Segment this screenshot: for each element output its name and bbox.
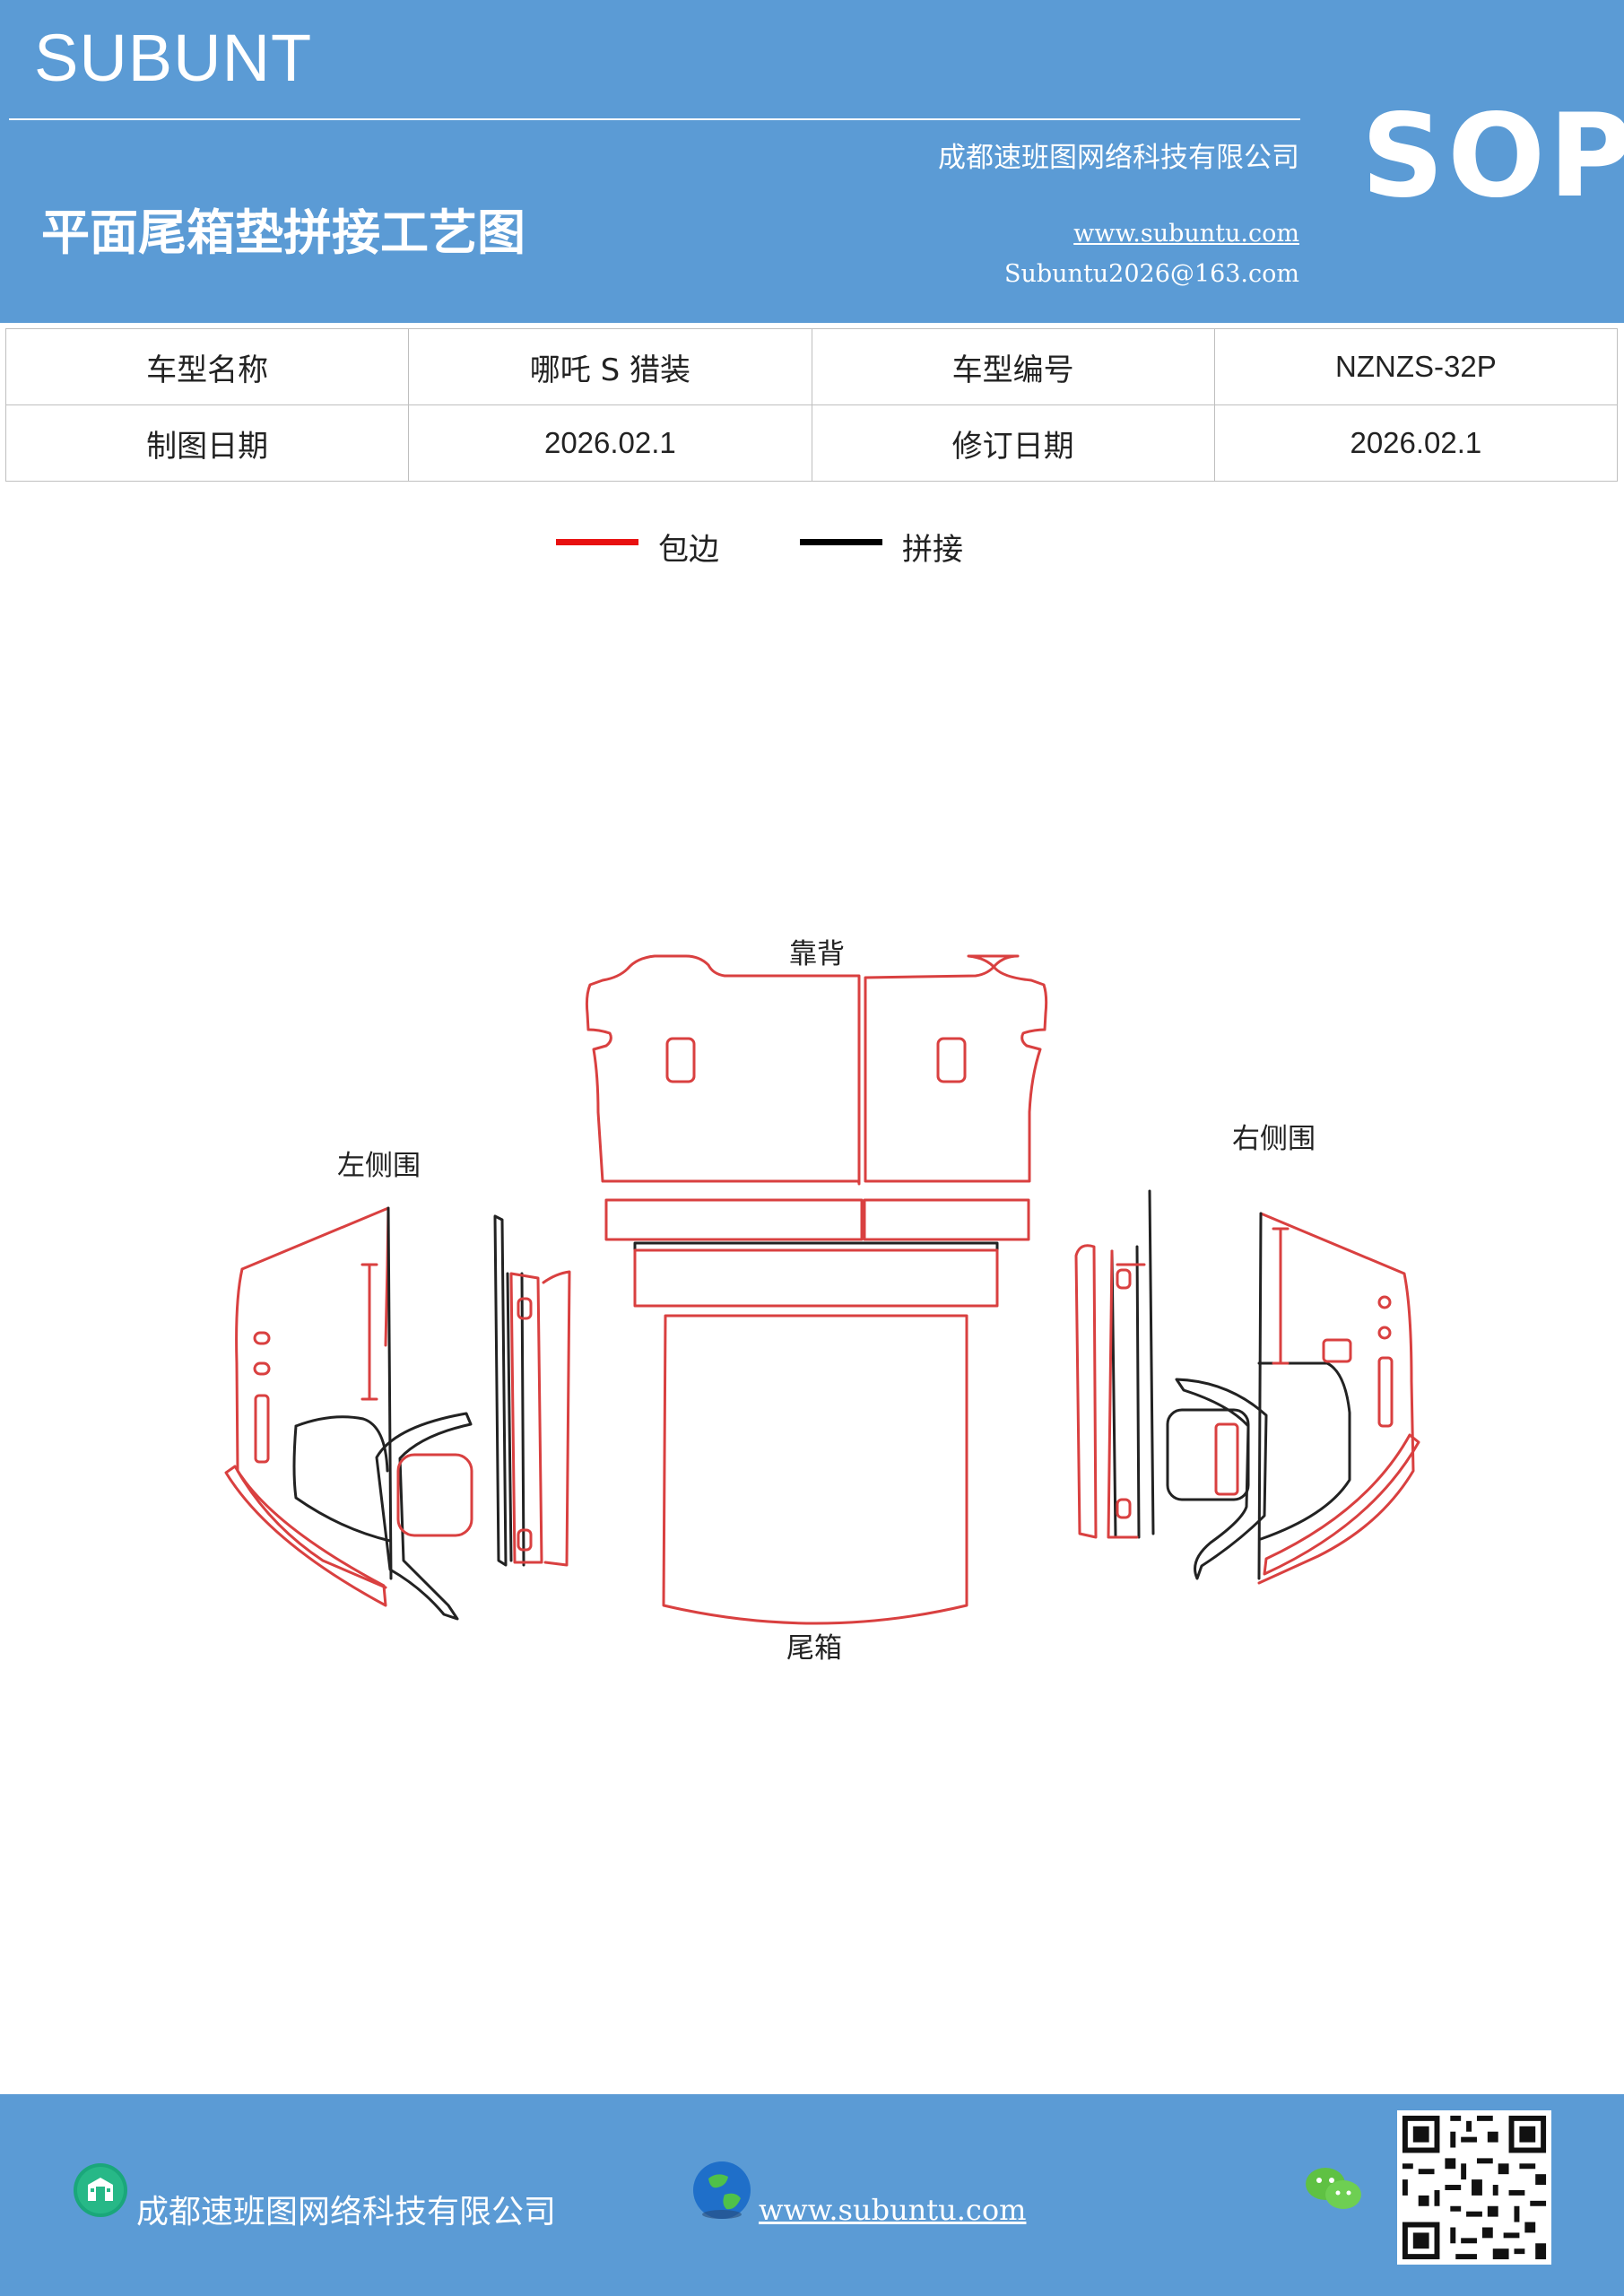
- draw-date-value: 2026.02.1: [408, 404, 812, 482]
- right-arch-frame: [1166, 1408, 1250, 1501]
- sop-badge: SOP: [1361, 90, 1624, 223]
- line-legend: 包边 拼接: [0, 525, 1624, 570]
- footer-company: 成都速班图网络科技有限公司: [136, 2194, 557, 2231]
- right-side-outer: [1257, 1212, 1415, 1585]
- strip-left: [604, 1198, 864, 1241]
- model-name-value: 哪吒 S 猎装: [408, 328, 812, 405]
- right-vent-cutout: [1322, 1338, 1352, 1363]
- left-hole-2: [253, 1361, 271, 1376]
- backrest-left-panel: [585, 954, 861, 1186]
- table-row: 车型名称 哪吒 S 猎装 车型编号 NZNZS-32P: [4, 328, 1619, 405]
- right-side-label: 右侧围: [1232, 1123, 1316, 1155]
- right-side-flap: [1263, 1433, 1420, 1576]
- backrest-label: 靠背: [789, 938, 845, 970]
- right-hole-2: [1377, 1326, 1392, 1340]
- edge-legend-label: 包边: [658, 532, 719, 568]
- left-side-flap: [224, 1465, 387, 1607]
- backrest-left-cutout: [665, 1037, 696, 1083]
- brand-name: SUBUNT: [34, 21, 313, 95]
- left-hole-1: [253, 1331, 271, 1345]
- edge-swatch: [556, 539, 638, 545]
- right-hole-1: [1377, 1295, 1392, 1309]
- backrest-right-cutout: [936, 1037, 967, 1083]
- right-pillar-edge: [1074, 1244, 1146, 1539]
- right-arch-window: [1214, 1422, 1239, 1496]
- wechat-icon: [1306, 2168, 1361, 2209]
- table-row: 制图日期 2026.02.1 修订日期 2026.02.1: [4, 404, 1619, 482]
- right-wheel-arch: [1175, 1378, 1268, 1580]
- header-company: 成都速班图网络科技有限公司: [938, 142, 1299, 174]
- right-pillar-hole-1: [1116, 1268, 1132, 1290]
- strip-right: [863, 1198, 1030, 1241]
- left-pillar-hole-1: [517, 1297, 533, 1320]
- footer-website-link[interactable]: www.subuntu.com: [759, 2193, 1027, 2227]
- left-slot: [254, 1394, 270, 1464]
- header-divider: [9, 118, 1300, 120]
- footer-banner: 成都速班图网络科技有限公司 www.subuntu.com: [0, 2094, 1624, 2296]
- model-code-value: NZNZS-32P: [1213, 328, 1619, 405]
- right-pillar: [1110, 1189, 1155, 1539]
- left-pillar-edge: [509, 1270, 571, 1567]
- revise-date-value: 2026.02.1: [1213, 404, 1619, 482]
- globe-icon: [693, 2161, 751, 2219]
- draw-date-label: 制图日期: [4, 404, 410, 482]
- right-side-seam: [1257, 1212, 1351, 1580]
- model-code-label: 车型编号: [811, 328, 1215, 405]
- document-title: 平面尾箱垫拼接工艺图: [41, 204, 525, 261]
- info-table: 车型名称 哪吒 S 猎装 车型编号 NZNZS-32P 制图日期 2026.02…: [4, 328, 1619, 482]
- left-pillar-hole-2: [517, 1528, 533, 1552]
- header-banner: SUBUNT SOP 成都速班图网络科技有限公司 平面尾箱垫拼接工艺图 www.…: [0, 0, 1624, 323]
- backrest-right-panel: [864, 954, 1048, 1183]
- trunk-top-panel: [633, 1248, 999, 1308]
- qr-code[interactable]: [1397, 2110, 1551, 2265]
- header-email[interactable]: Subuntu2026@163.com: [1004, 260, 1299, 288]
- left-side-label: 左侧围: [337, 1150, 421, 1182]
- model-name-label: 车型名称: [4, 328, 410, 405]
- revise-date-label: 修订日期: [811, 404, 1215, 482]
- trunk-label: 尾箱: [786, 1632, 842, 1665]
- right-slot: [1377, 1356, 1394, 1428]
- seam-swatch: [800, 539, 882, 545]
- seam-legend-label: 拼接: [902, 532, 963, 568]
- left-pillar: [493, 1214, 525, 1567]
- header-website-link[interactable]: www.subuntu.com: [1073, 220, 1299, 248]
- left-wheel-arch: [375, 1412, 473, 1621]
- right-pillar-hole-2: [1116, 1498, 1132, 1519]
- trunk-floor-panel: [662, 1314, 968, 1625]
- left-arch-window: [396, 1453, 473, 1537]
- building-icon: [74, 2163, 127, 2217]
